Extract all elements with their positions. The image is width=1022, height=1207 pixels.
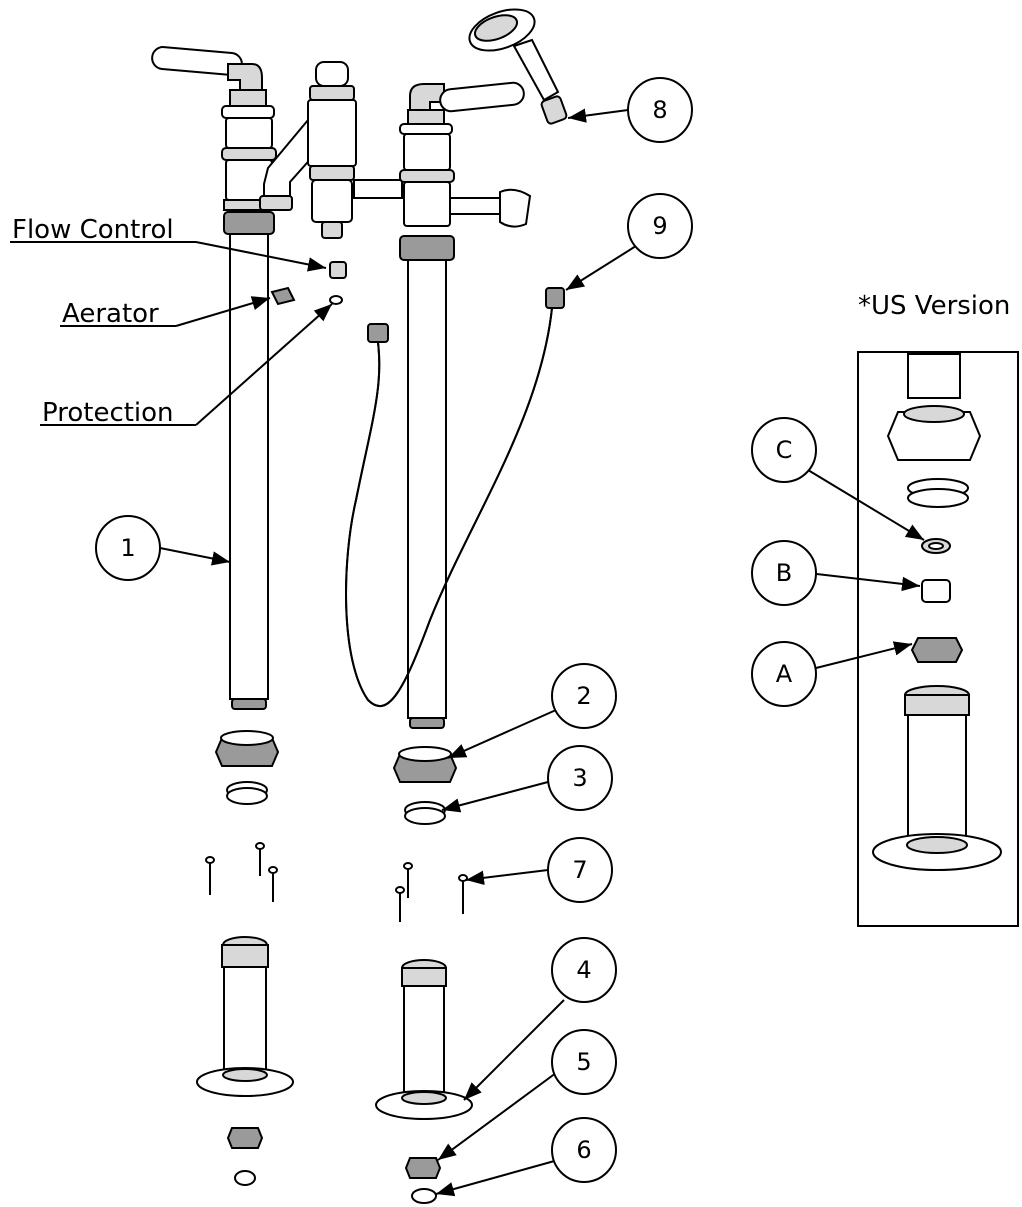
leader-lines [10, 108, 925, 1197]
callout-8: 8 [627, 77, 693, 143]
svg-text:5: 5 [576, 1048, 591, 1076]
callout-2: 2 [551, 663, 617, 729]
callout-6: 6 [551, 1117, 617, 1183]
svg-text:B: B [776, 559, 792, 587]
left-lower-parts [196, 730, 294, 1186]
aerator-part [270, 286, 296, 306]
aerator-label: Aerator [62, 299, 159, 329]
diverter-knob [315, 61, 349, 87]
left-valve-assembly [151, 46, 277, 710]
right-lock-nut [404, 1157, 442, 1179]
svg-text:1: 1 [120, 534, 135, 562]
hand-shower [468, 8, 568, 125]
right-lower-parts [375, 746, 473, 1204]
right-floor-pipe [403, 985, 445, 1099]
protection-label: Protection [42, 398, 174, 428]
svg-text:8: 8 [652, 96, 667, 124]
callout-a: A [751, 641, 817, 707]
spout-and-diverter [259, 61, 403, 239]
svg-text:3: 3 [572, 764, 587, 792]
flow-control-label: Flow Control [12, 215, 174, 245]
right-riser-pipe [407, 259, 447, 719]
shower-handle [512, 38, 560, 102]
part-b-insert [921, 579, 951, 603]
svg-text:4: 4 [576, 956, 591, 984]
flow-control-part [329, 261, 347, 279]
right-cap [411, 1188, 437, 1204]
us-hex-nut [886, 411, 982, 461]
right-lever-elbow [409, 83, 445, 113]
callout-7: 7 [547, 837, 613, 903]
callout-b: B [751, 540, 817, 606]
right-valve-assembly [399, 81, 532, 729]
svg-text:A: A [776, 660, 793, 688]
callout-c: C [751, 417, 817, 483]
callout-1: 1 [95, 515, 161, 581]
protection-part [329, 295, 343, 305]
left-body-nut [223, 211, 275, 235]
callout-5: 5 [551, 1029, 617, 1095]
svg-text:6: 6 [576, 1136, 591, 1164]
svg-text:9: 9 [652, 212, 667, 240]
handshower-holder [499, 188, 532, 228]
shower-hose [345, 287, 565, 707]
callout-9: 9 [627, 193, 693, 259]
left-riser-pipe [229, 233, 269, 700]
left-floor-pipe [223, 966, 267, 1076]
us-version-inset [857, 351, 1019, 927]
svg-text:7: 7 [572, 856, 587, 884]
hose [345, 307, 553, 707]
part-a-nut [910, 637, 964, 663]
svg-text:2: 2 [576, 682, 591, 710]
us-floor-pipe [907, 714, 967, 844]
callout-3: 3 [547, 745, 613, 811]
right-lever-handle [439, 81, 525, 113]
svg-text:C: C [776, 436, 793, 464]
right-body-nut [399, 235, 455, 261]
us-version-label: *US Version [858, 291, 1010, 321]
callout-4: 4 [551, 937, 617, 1003]
